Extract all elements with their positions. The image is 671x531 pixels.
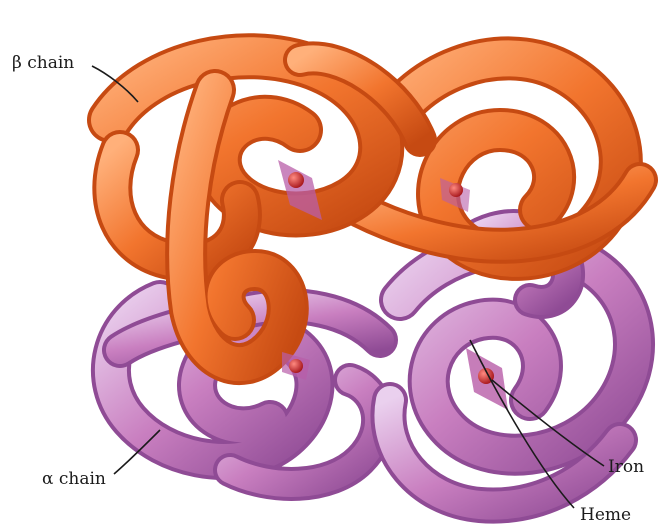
iron-atom bbox=[449, 183, 463, 197]
iron-atom bbox=[288, 172, 304, 188]
beta-chain-label: β chain bbox=[12, 53, 74, 73]
alpha-chain-label: α chain bbox=[42, 469, 106, 489]
iron-label: Iron bbox=[608, 457, 644, 477]
heme-label: Heme bbox=[580, 505, 631, 525]
iron-atom bbox=[289, 359, 303, 373]
